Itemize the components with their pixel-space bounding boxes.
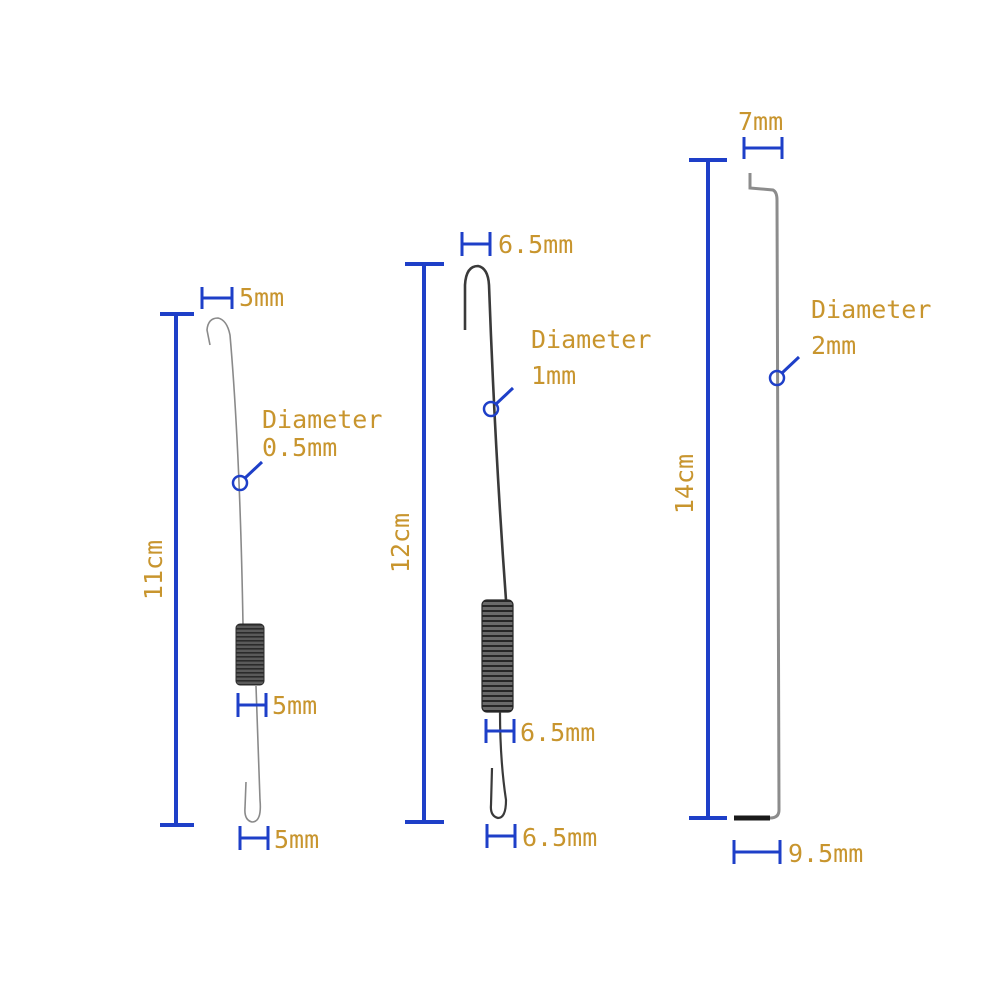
diameter-marker-3 (768, 355, 801, 387)
diameter-marker-2 (482, 386, 515, 418)
coil-width-label-1: 5mm (272, 691, 317, 720)
diameter-title-1: Diameter (262, 405, 382, 434)
diameter-value-1: 0.5mm (262, 433, 337, 462)
bottom-hook-dimension-3 (732, 840, 782, 864)
diameter-value-3: 2mm (811, 331, 856, 360)
spring-part-1: 11cm 5mm Diameter 0.5mm 5mm (139, 283, 382, 854)
coil-dimension-2 (484, 719, 516, 743)
top-hook-label-3: 7mm (738, 107, 783, 136)
rod-wire-3 (734, 173, 781, 821)
length-label-1: 11cm (139, 540, 168, 600)
spring-wire-2 (463, 264, 514, 820)
rod-part-3: 14cm 7mm Diameter 2mm 9.5mm (670, 107, 931, 868)
length-dimension-line-2 (405, 262, 444, 824)
bottom-hook-dimension-2 (485, 824, 517, 848)
length-dimension-line-3 (689, 158, 727, 820)
diameter-title-2: Diameter (531, 325, 651, 354)
top-hook-label-2: 6.5mm (498, 230, 573, 259)
spring-part-2: 12cm 6.5mm Diameter 1mm 6.5mm (386, 230, 651, 852)
coil-width-label-2: 6.5mm (520, 718, 595, 747)
length-label-2: 12cm (386, 513, 415, 573)
bottom-hook-dimension-1 (238, 826, 270, 850)
diameter-title-3: Diameter (811, 295, 931, 324)
bottom-hook-label-1: 5mm (274, 825, 319, 854)
length-label-3: 14cm (670, 454, 699, 514)
top-hook-dimension-3 (742, 137, 784, 159)
top-hook-dimension-2 (460, 232, 492, 256)
bottom-hook-label-2: 6.5mm (522, 823, 597, 852)
diameter-marker-1 (231, 460, 264, 492)
length-dimension-line-1 (160, 312, 194, 827)
bottom-hook-label-3: 9.5mm (788, 839, 863, 868)
diameter-value-2: 1mm (531, 361, 576, 390)
coil-dimension-1 (236, 693, 268, 717)
top-hook-label-1: 5mm (239, 283, 284, 312)
top-hook-dimension-1 (200, 287, 234, 309)
spring-wire-1 (206, 317, 265, 823)
